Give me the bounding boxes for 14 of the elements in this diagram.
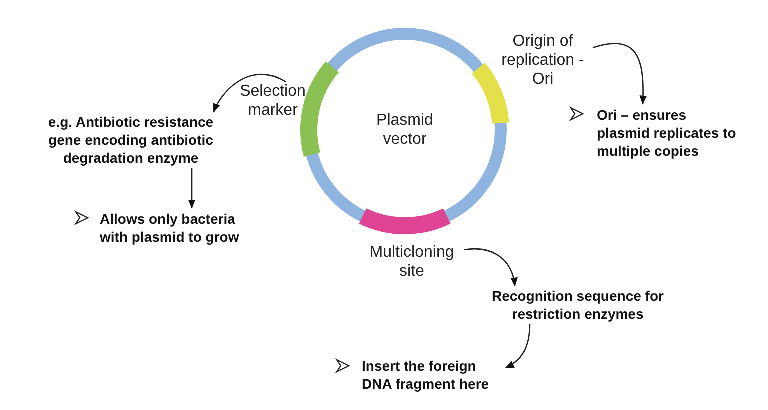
description-text: e.g. Antibiotic resistance gene encoding antibiotic degradation enzyme [47,113,215,167]
description-text: Recognition sequence for restriction enzymes [491,287,665,323]
arrow [464,248,518,287]
bullet-text: Insert the foreign DNA fragment here [362,357,490,393]
part-label: Origin of replication - Ori [500,32,586,88]
bullet-text: Ori – ensures plasmid replicates to multiple copies [597,106,738,160]
bullet-text: Allows only bacteria with plasmid to grow [100,210,240,246]
arrow [592,43,647,105]
part-label: Multicloning site [368,243,456,281]
part-label: Selection marker [240,82,306,120]
arrow [505,324,531,369]
arrow [188,168,196,209]
ring-label: Plasmid vector [376,111,434,149]
arrow [213,74,286,113]
